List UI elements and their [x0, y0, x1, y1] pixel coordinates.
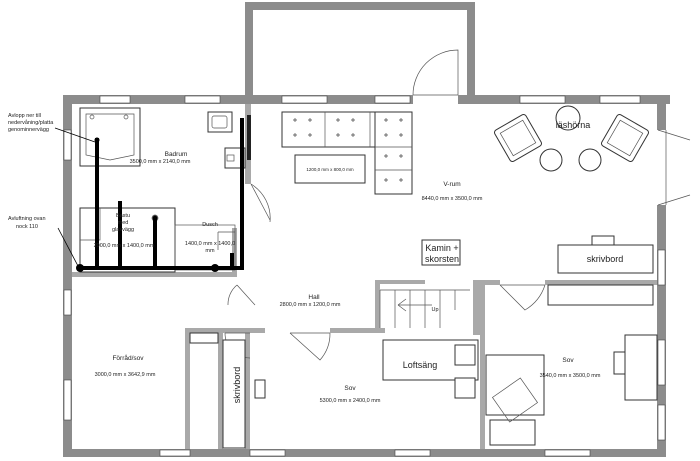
dusch-dims-line1: 1400,0 mm x 1400,0: [185, 241, 235, 247]
sov-right-dims: 3540,0 mm x 3500,0 mm: [540, 373, 601, 379]
living-room-furniture: [281, 105, 654, 274]
annotation-leaders: [54, 127, 96, 267]
vrum-dims: 8440,0 mm x 3500,0 mm: [422, 196, 483, 202]
annotation-avluftning-line2: nock 110: [16, 224, 38, 230]
bastu-line2: med: [118, 220, 129, 226]
sofa-cushion-marks: [293, 118, 403, 182]
loftsang-label: Loftsäng: [403, 360, 438, 370]
annotation-avlopp-line3: genominnervägg: [8, 127, 49, 133]
annotation-avlopp: Avlopp ner till nedervåning/platta genom…: [8, 113, 54, 133]
bastu-name: Bastu: [116, 213, 130, 219]
stairs-up-label: Up: [431, 307, 438, 313]
bastu-line3: glasvägg: [112, 227, 134, 233]
hall-name: Hall: [308, 294, 320, 301]
drain-pipes: [76, 118, 244, 272]
hall-dims: 2800,0 mm x 1200,0 mm: [280, 302, 341, 308]
annotation-avlopp-line1: Avlopp ner till: [8, 113, 41, 119]
sov-mid-dims: 5300,0 mm x 2400,0 mm: [320, 398, 381, 404]
skrivbord-right-label: skrivbord: [587, 254, 624, 264]
skrivbord-left-label: skrivbord: [232, 367, 242, 404]
sov-mid-name: Sov: [344, 385, 356, 392]
badrum-name: Badrum: [165, 151, 188, 158]
annotation-avluftning-line1: Avluftning ovan: [8, 216, 46, 222]
kamin-label-line1: Kamin +: [425, 243, 458, 253]
rug-dims: 1200,0 mm x 800,0 mm: [306, 167, 354, 172]
vrum-name: V-rum: [443, 181, 460, 188]
annotation-avlopp-line2: nedervåning/platta: [8, 119, 54, 126]
lashorna-label: läshörna: [556, 120, 591, 130]
doors: [217, 49, 691, 361]
sov-right-name: Sov: [562, 357, 574, 364]
badrum-dims: 3500,0 mm x 2140,0 mm: [130, 159, 191, 165]
windows: [63, 95, 666, 457]
bedroom-furniture: [189, 284, 658, 449]
forrad-dims: 3000,0 mm x 3642,9 mm: [95, 372, 156, 378]
forrad-name: Förråd/sov: [112, 354, 144, 362]
dusch-dims-line2: mm: [205, 248, 215, 254]
annotation-avluftning: Avluftning ovan nock 110: [8, 216, 46, 230]
dusch-name: Dusch: [202, 222, 218, 228]
bastu-dims: 2000,0 mm x 1400,0 mm: [94, 243, 155, 249]
stairs: [379, 289, 470, 328]
kamin-label-line2: skorsten: [425, 254, 459, 264]
